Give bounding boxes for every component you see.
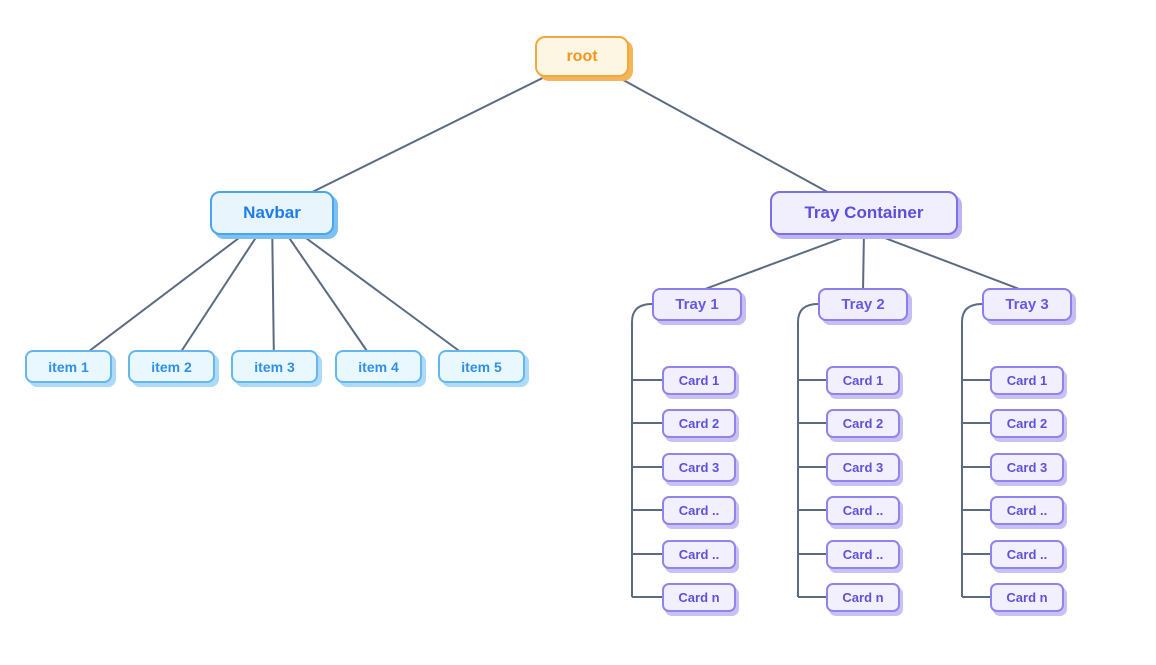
card-label: Card 3 [842,460,884,475]
card-label: Card 3 [1006,460,1048,475]
node-item-1[interactable]: item 1 [25,350,112,383]
card-label: Card 2 [1006,416,1048,431]
node-tray-2-card-6[interactable]: Card n [826,583,900,612]
node-tray-2-card-1[interactable]: Card 1 [826,366,900,395]
node-tray-1-card-4[interactable]: Card .. [662,496,736,525]
card-label: Card n [1006,590,1048,605]
bracket-tray-2 [797,303,826,598]
node-item-3-label: item 3 [254,358,295,375]
edge-root-tray-container [582,57,865,213]
node-tray-2-card-2[interactable]: Card 2 [826,409,900,438]
node-tray-1-card-3[interactable]: Card 3 [662,453,736,482]
node-tray-3-card-1[interactable]: Card 1 [990,366,1064,395]
card-label: Card n [842,590,884,605]
edge-traycontainer-tray-2 [862,229,865,293]
edge-navbar-item-4 [271,212,379,368]
edge-navbar-item-3 [271,212,275,368]
node-navbar[interactable]: Navbar [210,191,334,235]
node-tray-2-card-5[interactable]: Card .. [826,540,900,569]
edge-navbar-item-5 [271,212,482,368]
node-item-5[interactable]: item 5 [438,350,525,383]
card-label: Card .. [842,547,884,562]
node-item-3[interactable]: item 3 [231,350,318,383]
node-tray-1-card-2[interactable]: Card 2 [662,409,736,438]
card-label: Card .. [1006,503,1048,518]
edge-traycontainer-tray-1 [696,229,865,293]
card-label: Card 1 [678,373,720,388]
card-label: Card 2 [678,416,720,431]
node-item-2-label: item 2 [151,358,192,375]
node-tray-1-card-1[interactable]: Card 1 [662,366,736,395]
node-item-4[interactable]: item 4 [335,350,422,383]
node-tray-1-card-6[interactable]: Card n [662,583,736,612]
bracket-tray-3 [961,303,990,598]
node-tray-1-label: Tray 1 [675,296,719,313]
node-tray-3-card-2[interactable]: Card 2 [990,409,1064,438]
card-label: Card .. [842,503,884,518]
card-label: Card .. [1006,547,1048,562]
node-item-5-label: item 5 [461,358,502,375]
edge-root-navbar [271,57,584,213]
node-tray-3-card-4[interactable]: Card .. [990,496,1064,525]
card-label: Card n [678,590,720,605]
node-root[interactable]: root [535,36,629,77]
node-item-1-label: item 1 [48,358,89,375]
node-tray-container[interactable]: Tray Container [770,191,958,235]
node-item-4-label: item 4 [358,358,399,375]
node-tray-1[interactable]: Tray 1 [652,288,742,321]
node-tray-3[interactable]: Tray 3 [982,288,1072,321]
bracket-tray-1 [631,303,662,598]
node-root-label: root [566,47,598,65]
node-tray-2[interactable]: Tray 2 [818,288,908,321]
node-navbar-label: Navbar [243,203,301,222]
edge-navbar-item-2 [170,212,273,368]
node-tray-2-label: Tray 2 [841,296,885,313]
edge-traycontainer-tray-3 [863,229,1028,293]
node-tray-2-card-4[interactable]: Card .. [826,496,900,525]
node-tray-3-card-5[interactable]: Card .. [990,540,1064,569]
card-label: Card .. [678,503,720,518]
card-label: Card 2 [842,416,884,431]
node-tray-3-card-6[interactable]: Card n [990,583,1064,612]
card-label: Card 1 [842,373,884,388]
edge-navbar-item-1 [67,212,273,368]
node-tray-1-card-5[interactable]: Card .. [662,540,736,569]
card-label: Card .. [678,547,720,562]
node-tray-3-card-3[interactable]: Card 3 [990,453,1064,482]
node-tray-2-card-3[interactable]: Card 3 [826,453,900,482]
node-tray-3-label: Tray 3 [1005,296,1049,313]
card-label: Card 1 [1006,373,1048,388]
node-tray-container-label: Tray Container [804,203,924,222]
node-item-2[interactable]: item 2 [128,350,215,383]
card-label: Card 3 [678,460,720,475]
